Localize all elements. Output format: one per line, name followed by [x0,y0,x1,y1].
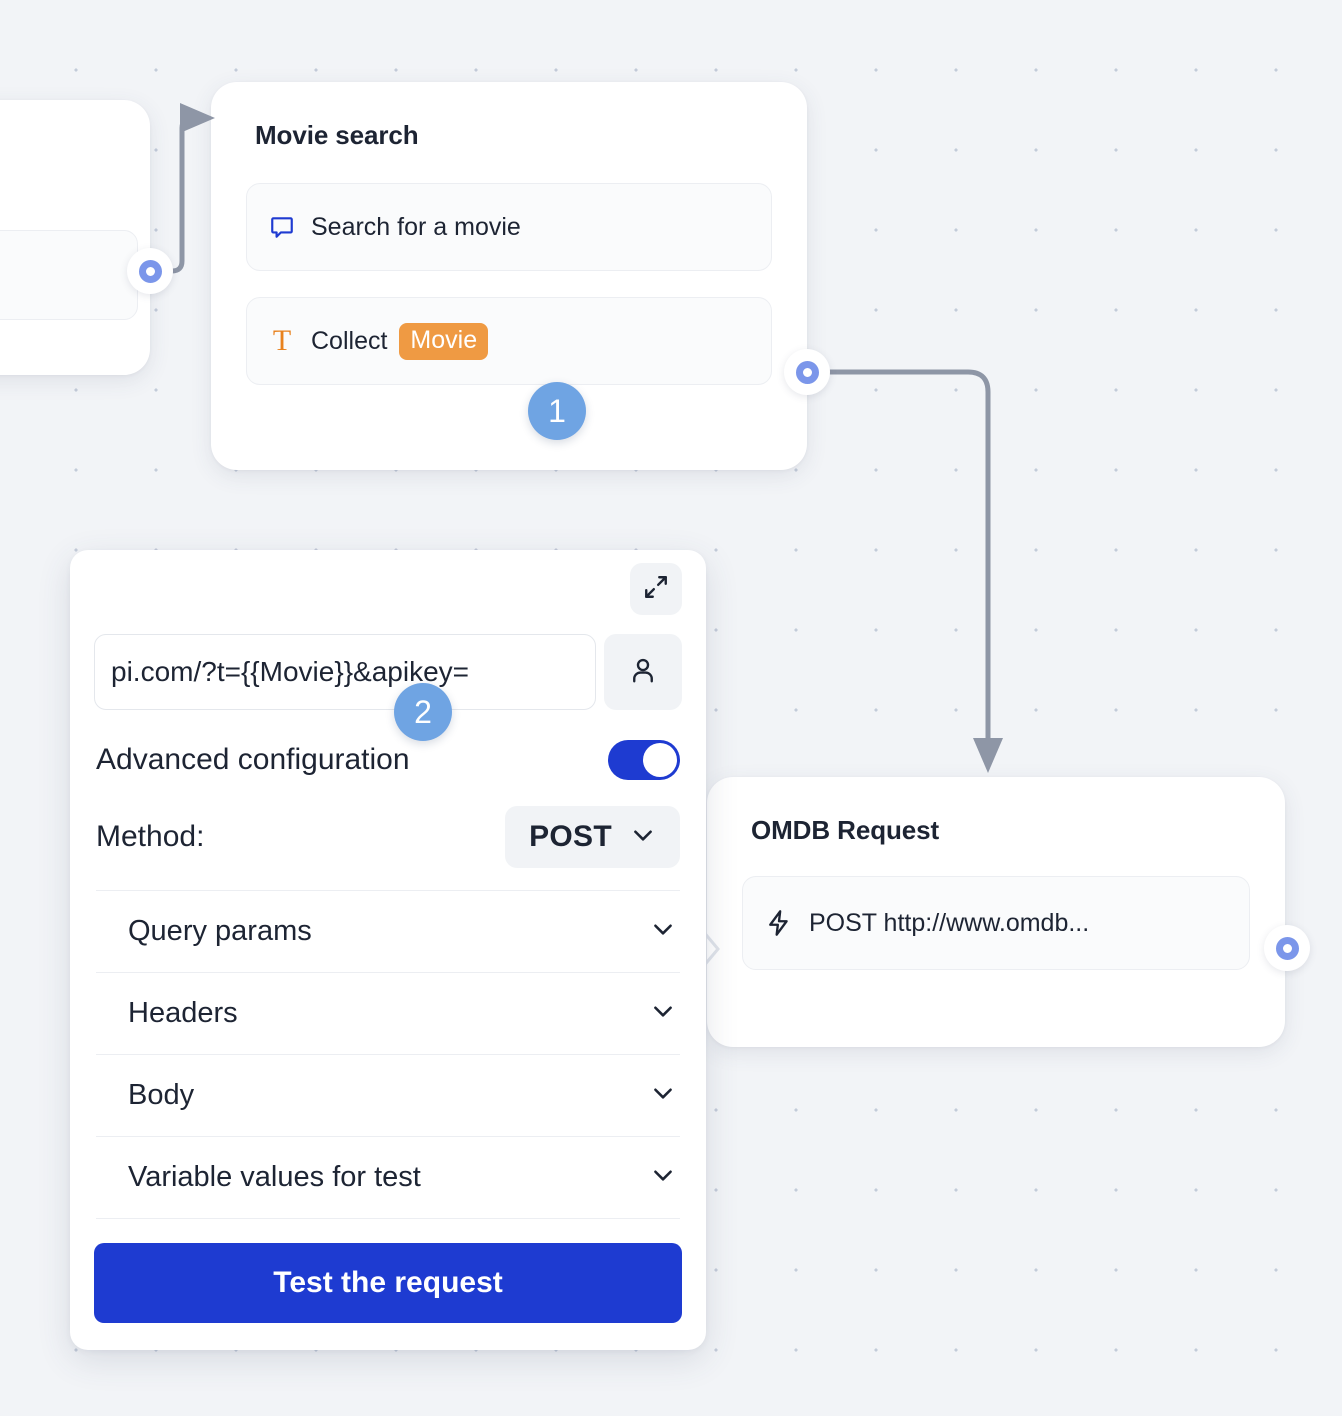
accordion-label: Query params [128,915,312,947]
node-row-label: Search for a movie [311,212,521,241]
accordion-item-variable-values-for-test[interactable]: Variable values for test [96,1136,680,1218]
expand-panel-button[interactable] [630,563,682,615]
accordion-label: Body [128,1079,195,1111]
accordion-item-headers[interactable]: Headers [96,972,680,1054]
variable-chip-movie[interactable]: Movie [399,322,489,360]
omdb-request-title: OMDB Request [751,815,940,845]
movie-search-node[interactable]: Movie search Search for a movie T Collec… [211,82,807,470]
omdb-input-notch-icon [700,929,720,969]
request-url-row[interactable] [94,634,682,710]
request-url-input[interactable] [94,634,596,710]
callout-badge-1: 1 [528,382,586,440]
auth-user-button[interactable] [604,634,682,710]
text-t-icon: T [272,324,292,357]
advanced-configuration-toggle[interactable] [608,740,680,780]
connector-port-omdb-output[interactable] [1264,925,1310,971]
advanced-configuration-row[interactable]: Advanced configuration [94,740,682,780]
method-label: Method: [96,820,205,853]
chevron-down-icon [650,998,676,1029]
node-row-label: Collect [311,326,388,355]
node-row-label: POST http://www.omdb... [809,908,1090,937]
accordion-item-body[interactable]: Body [96,1054,680,1136]
method-select[interactable]: POST [505,806,680,868]
node-row-collect-movie[interactable]: T Collect Movie [246,297,772,385]
toggle-knob [643,743,677,777]
connector-port-movie-search-output[interactable] [784,349,830,395]
upstream-node-card[interactable] [0,100,150,375]
accordion-label: Headers [128,997,238,1029]
node-row-search-for-a-movie[interactable]: Search for a movie [246,183,772,271]
config-accordion: Query params Headers Body [94,890,682,1219]
omdb-request-node[interactable]: OMDB Request POST http://www.omdb... [707,777,1285,1047]
expand-diagonal-icon [643,574,669,605]
node-row-post-request[interactable]: POST http://www.omdb... [742,876,1250,970]
accordion-bottom-divider [96,1218,680,1219]
connector-port-upstream-output[interactable] [127,248,173,294]
chat-bubble-icon [269,214,295,240]
chevron-down-icon [630,822,656,853]
lightning-bolt-icon [765,909,793,937]
callout-badge-2: 2 [394,683,452,741]
advanced-configuration-label: Advanced configuration [96,743,410,776]
chevron-down-icon [650,916,676,947]
test-the-request-button[interactable]: Test the request [94,1243,682,1323]
upstream-node-row[interactable] [0,230,138,320]
panel-toolbar [94,550,682,628]
method-row: Method: POST [94,806,682,868]
chevron-down-icon [650,1162,676,1193]
accordion-item-query-params[interactable]: Query params [96,890,680,972]
accordion-label: Variable values for test [128,1161,421,1193]
user-icon [628,655,658,690]
movie-search-title: Movie search [255,120,419,150]
request-config-panel[interactable]: Advanced configuration Method: POST Quer… [70,550,706,1350]
method-selected-value: POST [529,820,612,853]
chevron-down-icon [650,1080,676,1111]
